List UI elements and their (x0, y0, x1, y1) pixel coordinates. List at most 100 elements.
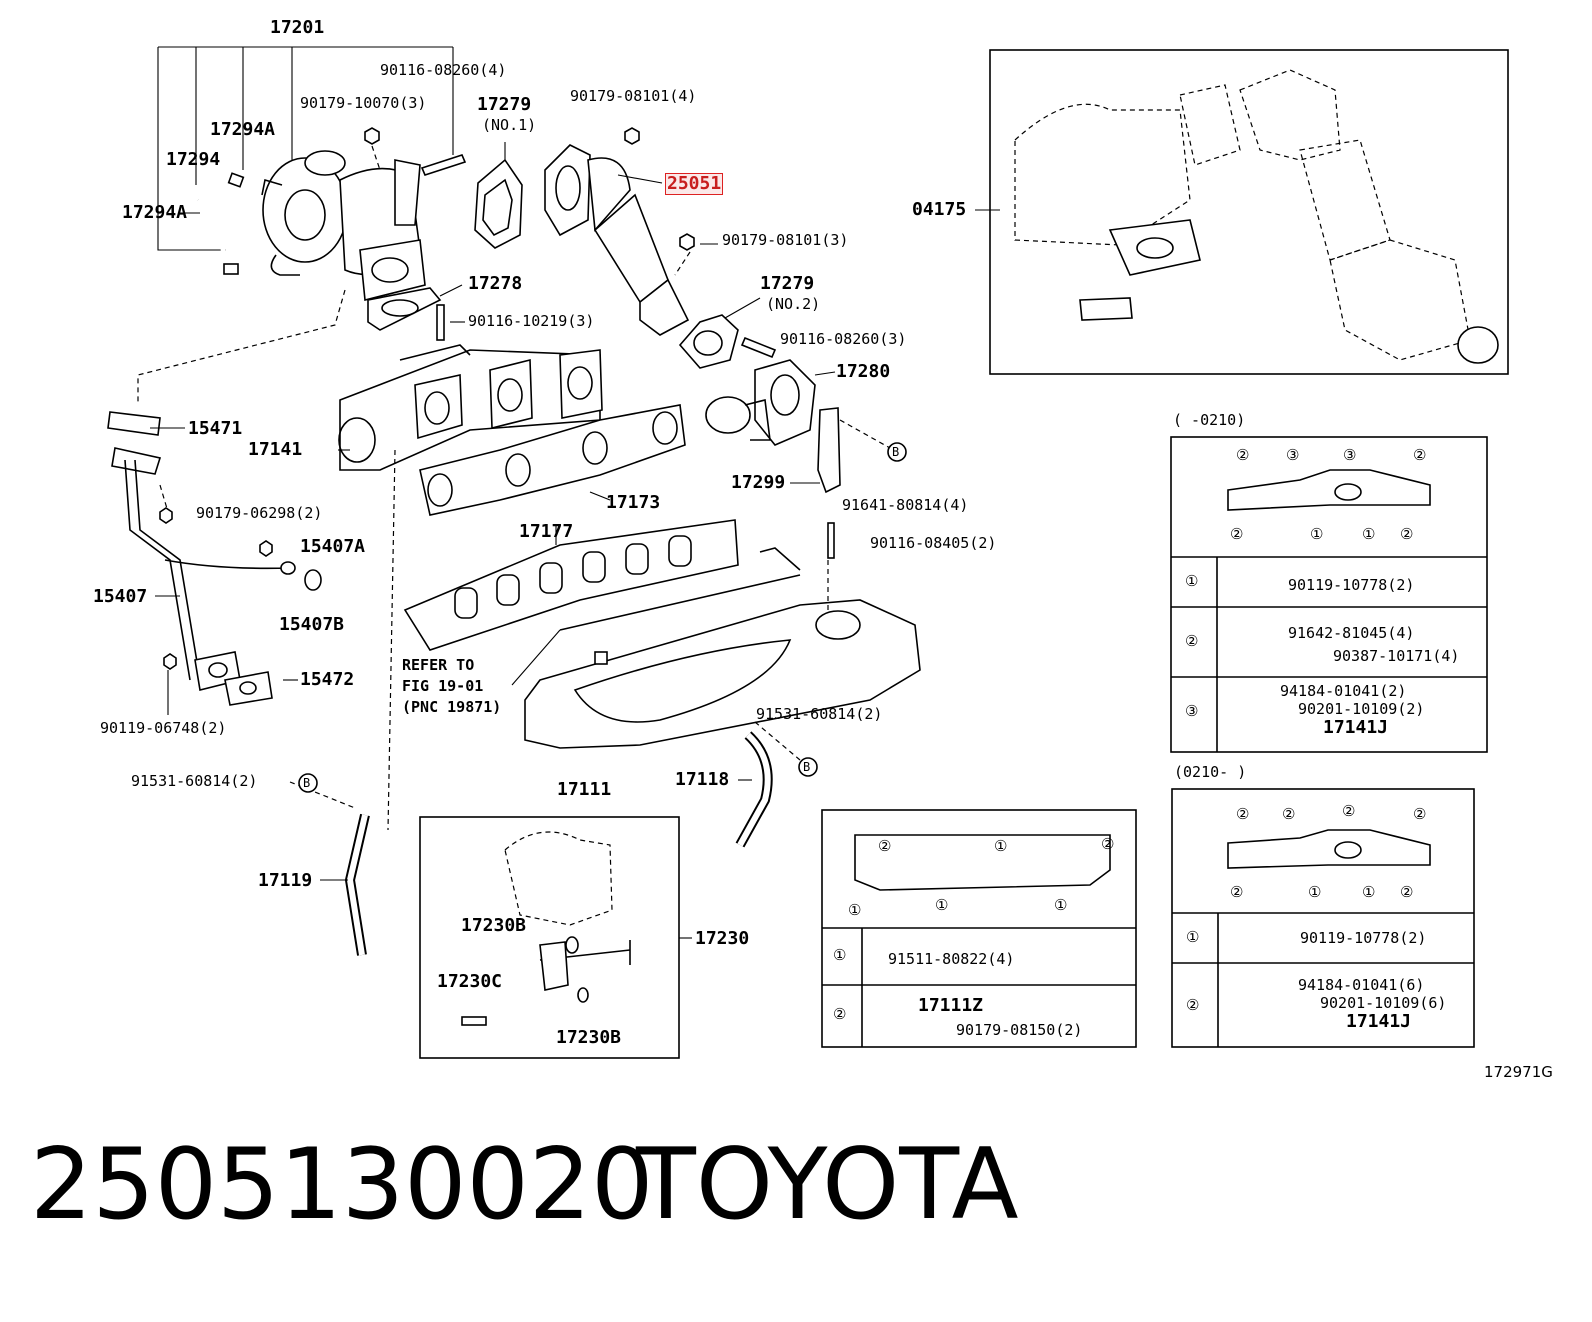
label-leaders (150, 212, 820, 881)
label-90179-08101-4: 90179-08101(4) (570, 87, 697, 105)
table-b-diagram-key-1b: ① (1362, 883, 1376, 901)
label-17279-no2: 17279 (760, 273, 815, 294)
box-17230 (419, 816, 692, 1059)
label-17278: 17278 (468, 273, 523, 294)
label-90179-10070-3: 90179-10070(3) (300, 94, 427, 112)
gasket-17279-no2-drawing (678, 297, 761, 369)
table-b-row2-part-b: 90201-10109(6) (1320, 994, 1447, 1012)
table-c-row2-key: ② (833, 1005, 847, 1023)
label-15407A: 15407A (300, 536, 366, 557)
label-17230B-bottom: 17230B (556, 1027, 622, 1048)
table-a-row3-part-a: 94184-01041(2) (1280, 682, 1407, 700)
table-a-diagram-key-3b: ③ (1343, 446, 1357, 464)
label-17118: 17118 (675, 769, 730, 790)
table-a-diagram-key-2b: ② (1413, 446, 1427, 464)
table-a-row1-key: ① (1185, 572, 1199, 590)
table-a-header: ( -0210) (1173, 411, 1246, 429)
leader-17201 (157, 46, 454, 251)
intake-manifold-17111-drawing (524, 547, 921, 749)
table-b-row2-part-a: 94184-01041(6) (1298, 976, 1425, 994)
label-17141: 17141 (248, 439, 303, 460)
gasket-17278-drawing (367, 284, 463, 331)
label-17280: 17280 (836, 361, 891, 382)
nut-90179-10070-drawing (364, 127, 381, 171)
label-91531-60814-2-left: 91531-60814(2) (131, 772, 258, 790)
hose-17118-drawing (735, 731, 773, 848)
table-c-row1-part: 91511-80822(4) (888, 950, 1015, 968)
table-a-diagram-key-2a: ② (1236, 446, 1250, 464)
hose-17294-drawing (196, 172, 245, 275)
gasket-17279-no1-drawing (474, 142, 523, 249)
footer-part-number: 2505130020 (30, 1128, 654, 1242)
label-25051-highlighted[interactable]: 25051 (665, 173, 724, 195)
stud-top-drawing (420, 154, 467, 176)
oil-pipe-15407-drawing (107, 411, 322, 715)
turbocharger-drawing (261, 150, 426, 302)
table-a-row3-part-b: 90201-10109(2) (1298, 700, 1425, 718)
bracket-17299-drawing (817, 407, 891, 494)
table-a-frame (1170, 436, 1488, 753)
table-c-row2-part-b: 90179-08150(2) (956, 1021, 1083, 1039)
table-b-diagram-key-2b: ② (1282, 805, 1296, 823)
label-91641-80814-4: 91641-80814(4) (842, 496, 969, 514)
table-c-diagram-key-1d: ① (1054, 896, 1068, 914)
label-17201: 17201 (270, 17, 325, 38)
table-b-diagram-key-2d: ② (1413, 805, 1427, 823)
label-fig-19-01[interactable]: FIG 19-01 (402, 677, 484, 695)
table-a-row3-key: ③ (1185, 702, 1199, 720)
table-b-row2-key: ② (1186, 996, 1200, 1014)
table-a-row1-part: 90119-10778(2) (1288, 576, 1415, 594)
table-b-diagram-key-2c: ② (1342, 802, 1356, 820)
hose-17119-drawing (344, 813, 370, 956)
table-a-diagram-key-1b: ① (1362, 525, 1376, 543)
stud-90116-08405-drawing (827, 522, 835, 559)
table-c-row1-key: ① (833, 946, 847, 964)
label-15471: 15471 (188, 418, 243, 439)
label-90119-06748-2: 90119-06748(2) (100, 719, 227, 737)
b-marker-2: B (803, 760, 811, 774)
table-c-row2-part-a: 17111Z (918, 995, 984, 1016)
stud-right-drawing (740, 336, 777, 359)
label-refer-to: REFER TO (402, 656, 475, 674)
label-15407: 15407 (93, 586, 148, 607)
table-a-row2-key: ② (1185, 632, 1199, 650)
b-marker-circles (298, 442, 907, 793)
table-a-diagram-key-3a: ③ (1286, 446, 1300, 464)
stud-90116-10219-drawing (436, 304, 445, 341)
table-b-row1-part: 90119-10778(2) (1300, 929, 1427, 947)
table-c-diagram-key-1b: ① (848, 901, 862, 919)
label-90116-10219-3: 90116-10219(3) (468, 312, 595, 330)
table-b-diagram-key-2a: ② (1236, 805, 1250, 823)
label-91531-60814-2-right: 91531-60814(2) (756, 705, 883, 723)
table-b-diagram-key-2f: ② (1400, 883, 1414, 901)
table-a-diagram-key-2d: ② (1400, 525, 1414, 543)
label-04175: 04175 (912, 199, 967, 220)
table-b-frame (1171, 788, 1475, 1048)
table-c-diagram-key-1a: ① (994, 837, 1008, 855)
label-pnc-19871: (PNC 19871) (402, 698, 502, 716)
table-c-frame (821, 809, 1137, 1048)
table-a-row2-part-a: 91642-81045(4) (1288, 624, 1415, 642)
label-90179-08101-3: 90179-08101(3) (722, 231, 849, 249)
exhaust-manifold-17141-drawing (338, 344, 603, 471)
table-b-row1-key: ① (1186, 928, 1200, 946)
gasket-17173-drawing (419, 404, 686, 516)
label-90116-08260-4: 90116-08260(4) (380, 61, 507, 79)
label-no2: (NO.2) (766, 295, 821, 313)
footer-brand: TOYOTA (636, 1128, 1019, 1242)
label-15407B: 15407B (279, 614, 345, 635)
label-17177: 17177 (519, 521, 574, 542)
label-90179-06298-2: 90179-06298(2) (196, 504, 323, 522)
gasket-17177-drawing (403, 519, 739, 651)
table-b-diagram-key-1a: ① (1308, 883, 1322, 901)
table-a-diagram-key-2c: ② (1230, 525, 1244, 543)
table-a-diagram-key-1a: ① (1310, 525, 1324, 543)
b-marker-1: B (892, 445, 900, 459)
table-a-row2-part-b: 90387-10171(4) (1333, 647, 1460, 665)
box-04175 (975, 49, 1509, 375)
catalytic-converter-25051-drawing (544, 127, 695, 336)
table-b-diagram-key-2e: ② (1230, 883, 1244, 901)
figure-code: 172971G (1484, 1063, 1553, 1081)
